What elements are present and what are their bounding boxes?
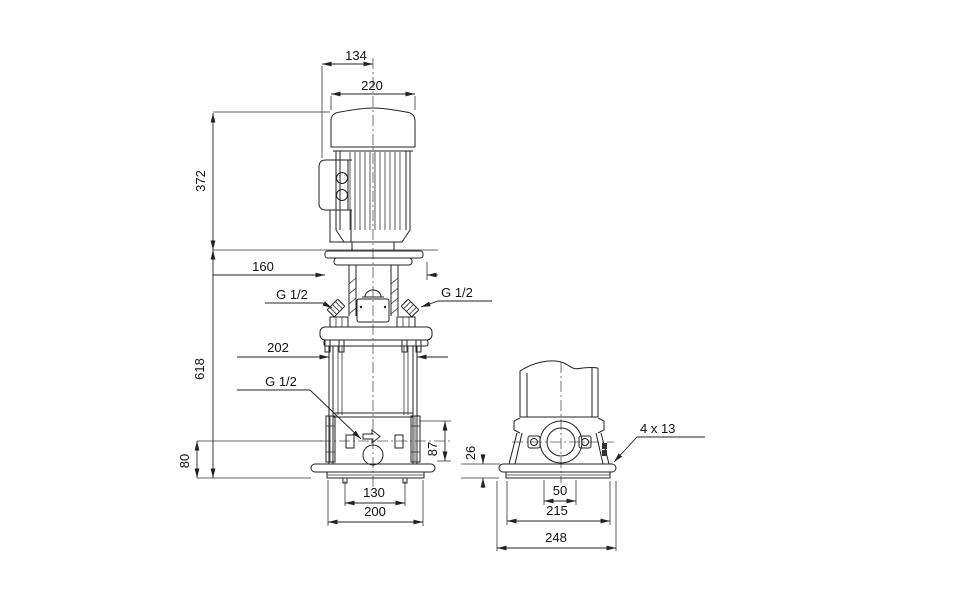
dim-26-label: 26: [463, 446, 478, 460]
callout-thread-drain: G 1/2: [237, 374, 362, 440]
dim-134-label: 134: [345, 48, 367, 63]
base-holes-note-label: 4 x 13: [640, 421, 675, 436]
dimension-87: 87: [425, 421, 448, 461]
dimension-50: 50: [544, 483, 576, 504]
dimension-215: 215: [507, 503, 610, 524]
front-view-sleeve: [325, 346, 421, 466]
dimension-202: 202: [237, 340, 448, 360]
dim-372-label: 372: [193, 170, 208, 192]
dim-200-label: 200: [364, 504, 386, 519]
guard-hatch: [348, 277, 399, 315]
callout-thread-top-left: G 1/2: [265, 287, 333, 309]
extension-lines: [197, 66, 617, 551]
dim-80-label: 80: [177, 454, 192, 468]
callout-thread-top-right: G 1/2: [420, 285, 492, 308]
dim-618-label: 618: [192, 358, 207, 380]
dimension-372: 372: [193, 113, 216, 250]
dim-160-label: 160: [252, 259, 274, 274]
dimension-618: 618: [192, 250, 216, 478]
dim-215-label: 215: [546, 503, 568, 518]
dim-248-label: 248: [545, 530, 567, 545]
motor-fins: [349, 152, 401, 230]
dimension-26: 26: [463, 446, 486, 488]
flow-arrow-icon: [362, 428, 381, 445]
dimension-134: 134: [322, 48, 373, 67]
side-view: [498, 360, 617, 479]
callout-base-holes: 4 x 13: [613, 421, 705, 463]
vent-plug-left: [327, 299, 345, 317]
dim-87-label: 87: [425, 442, 440, 456]
thread-drain-label: G 1/2: [265, 374, 297, 389]
dimension-220: 220: [331, 78, 415, 97]
dim-220-label: 220: [361, 78, 383, 93]
dim-202-label: 202: [267, 340, 289, 355]
front-view-pump-head: [319, 326, 433, 353]
thread-top-left-label: G 1/2: [276, 287, 308, 302]
front-view-motor: [318, 107, 424, 266]
dimension-248: 248: [497, 530, 616, 551]
dimension-160: 160: [213, 259, 438, 278]
cable-entry-icon: [336, 172, 348, 184]
drain-plug-icon: [362, 444, 384, 466]
dim-130-label: 130: [363, 485, 385, 500]
front-view-base: [310, 463, 436, 484]
dim-50-label: 50: [553, 483, 567, 498]
cable-entry-icon: [336, 189, 348, 201]
vent-plug-right: [401, 299, 419, 317]
dimension-80: 80: [177, 441, 200, 478]
terminal-box: [318, 159, 352, 243]
thread-top-right-label: G 1/2: [441, 285, 473, 300]
dimension-130: 130: [345, 485, 405, 506]
dimension-200: 200: [328, 504, 423, 525]
